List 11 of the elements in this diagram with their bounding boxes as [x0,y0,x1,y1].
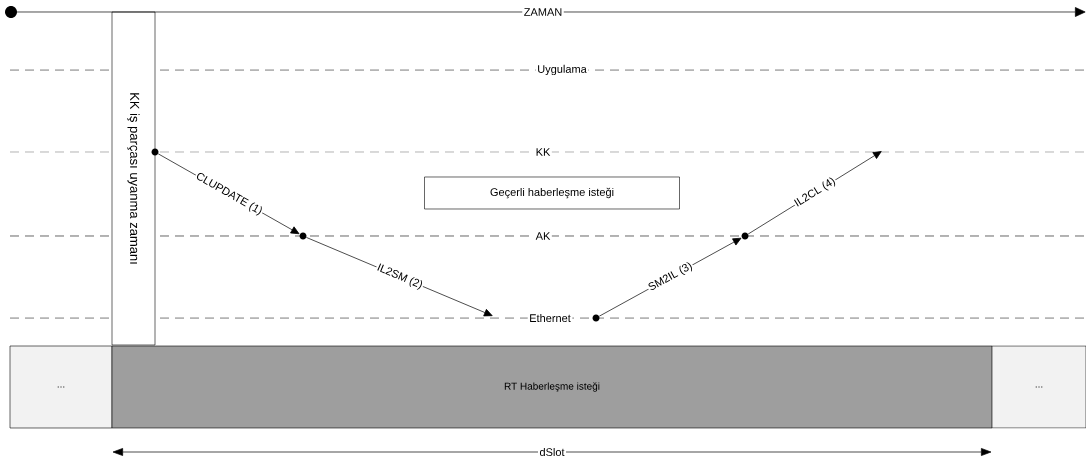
layer-label: KK [536,148,551,156]
layer-label: Uygulama [538,64,587,76]
wake-time-band: KK iş parçası uyanma zamanı [111,11,156,346]
axis-label: ZAMAN [524,8,562,16]
request-slot: RT Haberleşme isteği [111,345,993,429]
slot-box: ... [9,345,113,429]
text-box: Geçerli haberleşme isteği [424,176,680,210]
layer-label: AK [535,232,551,240]
slot-box: ... [991,345,1086,429]
dimension-label: dSlot [539,447,565,457]
layer-label: Ethernet [530,313,571,323]
